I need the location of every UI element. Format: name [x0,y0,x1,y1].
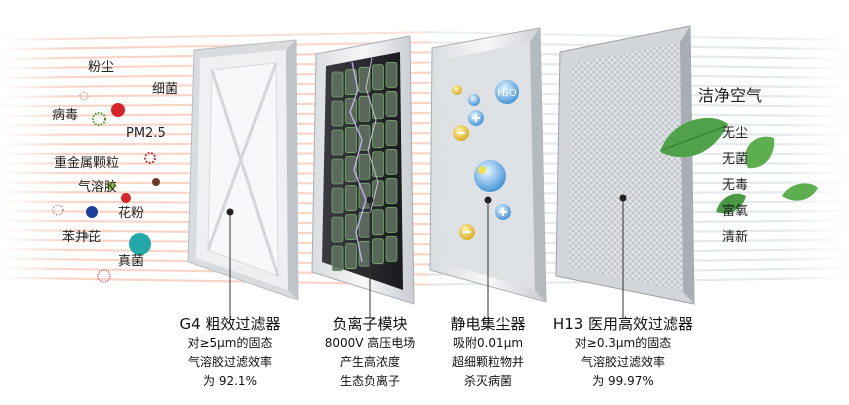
ion-cell [331,187,344,214]
stage-title: 静电集尘器 [450,315,526,333]
blue-particle-icon [86,206,98,218]
pollutant-fungi: 真菌 [118,254,145,269]
stage-desc-line: 杀灭病菌 [463,374,512,388]
stage-title: H13 医用高效过滤器 [552,315,694,333]
pollutant-heavy-metal: 重金属颗粒 [54,156,120,171]
ion-cell [385,91,398,117]
svg-text:H₂O: H₂O [497,88,517,99]
ion-molecules: H₂O [452,80,519,240]
ion-cell [385,207,398,233]
ion-cell [331,71,344,98]
ion-cell [372,93,384,120]
clean-air-item: 富氧 [722,204,749,219]
stage-desc-line: 吸附0.01μm [452,336,524,350]
stage-desc-line: 气溶胶过滤效率 [187,355,272,369]
clean-air-item: 无毒 [722,178,749,193]
pointer-dot-icon [226,208,234,216]
ion-cell [345,185,357,211]
pollutant-pm25: PM2.5 [126,126,166,141]
h13-hepa-filter [555,25,695,305]
stage-desc-line: 生态负离子 [339,374,400,388]
ion-cell [385,62,398,88]
stage-title: G4 粗效过滤器 [179,315,281,333]
ion-cell [331,216,344,243]
h2o-molecule-icon [495,80,519,104]
stage-desc-line: 为 99.97% [592,374,654,388]
ion-cell [372,180,384,207]
pointer-dot-icon [484,196,492,204]
ion-cell [372,238,384,265]
ion-cell [358,124,371,151]
stage-desc-line: 产生高浓度 [339,355,400,369]
stage-caption-g4: G4 粗效过滤器 对≥5μm的固态 气溶胶过滤效率 为 92.1% [160,314,300,391]
ion-cell [372,64,384,91]
stage-caption-ion: 负离子模块 8000V 高压电场 产生高浓度 生态负离子 [305,314,435,391]
pointer-dot-icon [619,194,627,202]
ion-cell [345,156,357,182]
ion-cell [372,151,384,178]
clean-air-item: 无菌 [722,152,749,167]
ion-cell [345,127,357,153]
g4-filter [187,39,299,301]
ion-cell [385,120,398,146]
stage-desc-line: 对≥5μm的固态 [187,336,273,350]
pollutant-particles [52,91,160,283]
pollutant-virus: 病毒 [52,108,79,123]
ion-cell [358,66,371,93]
ion-cell [331,245,344,272]
ion-cell [331,158,344,185]
ion-cell [385,149,398,175]
stage-desc-line: 为 92.1% [203,374,257,388]
clean-air-item: 清新 [722,230,749,245]
stage-caption-electrostatic: 静电集尘器 吸附0.01μm 超细颗粒物并 杀灭病菌 [423,314,553,391]
pollutant-benzopyrene: 苯并芘 [62,230,102,245]
ion-cell [372,209,384,236]
ion-cell [331,129,344,156]
clean-air-item: 无尘 [722,126,749,141]
leaves [660,117,818,214]
negative-ion-module [311,35,415,305]
stage-desc-line: 8000V 高压电场 [324,336,416,350]
stage-desc-line: 超细颗粒物并 [451,355,524,369]
pollutant-dust: 粉尘 [88,60,115,75]
cyan-spore-icon [129,233,151,255]
ion-cell [372,122,384,149]
stage-desc-line: 气溶胶过滤效率 [580,355,665,369]
ion-cell [345,243,357,269]
ion-cell [358,153,371,180]
clean-air-title: 洁净空气 [698,86,763,105]
pollutant-pollen: 花粉 [118,206,145,221]
ion-cell [331,100,344,127]
ion-cell [345,214,357,240]
stage-title: 负离子模块 [332,315,408,333]
pollutant-bacteria: 细菌 [152,82,179,97]
ion-cell [385,178,398,204]
pollutant-aerosol: 气溶胶 [78,180,118,195]
pointer-dot-icon [366,196,374,204]
stage-desc-line: 对≥0.3μm的固态 [574,336,672,350]
pointer-dots [226,194,627,216]
stage-caption-h13: H13 医用高效过滤器 对≥0.3μm的固态 气溶胶过滤效率 为 99.97% [548,314,698,391]
ion-cell [385,236,398,262]
ion-cell [358,95,371,122]
red-particle-icon [111,103,125,117]
pointer-lines [229,198,624,318]
